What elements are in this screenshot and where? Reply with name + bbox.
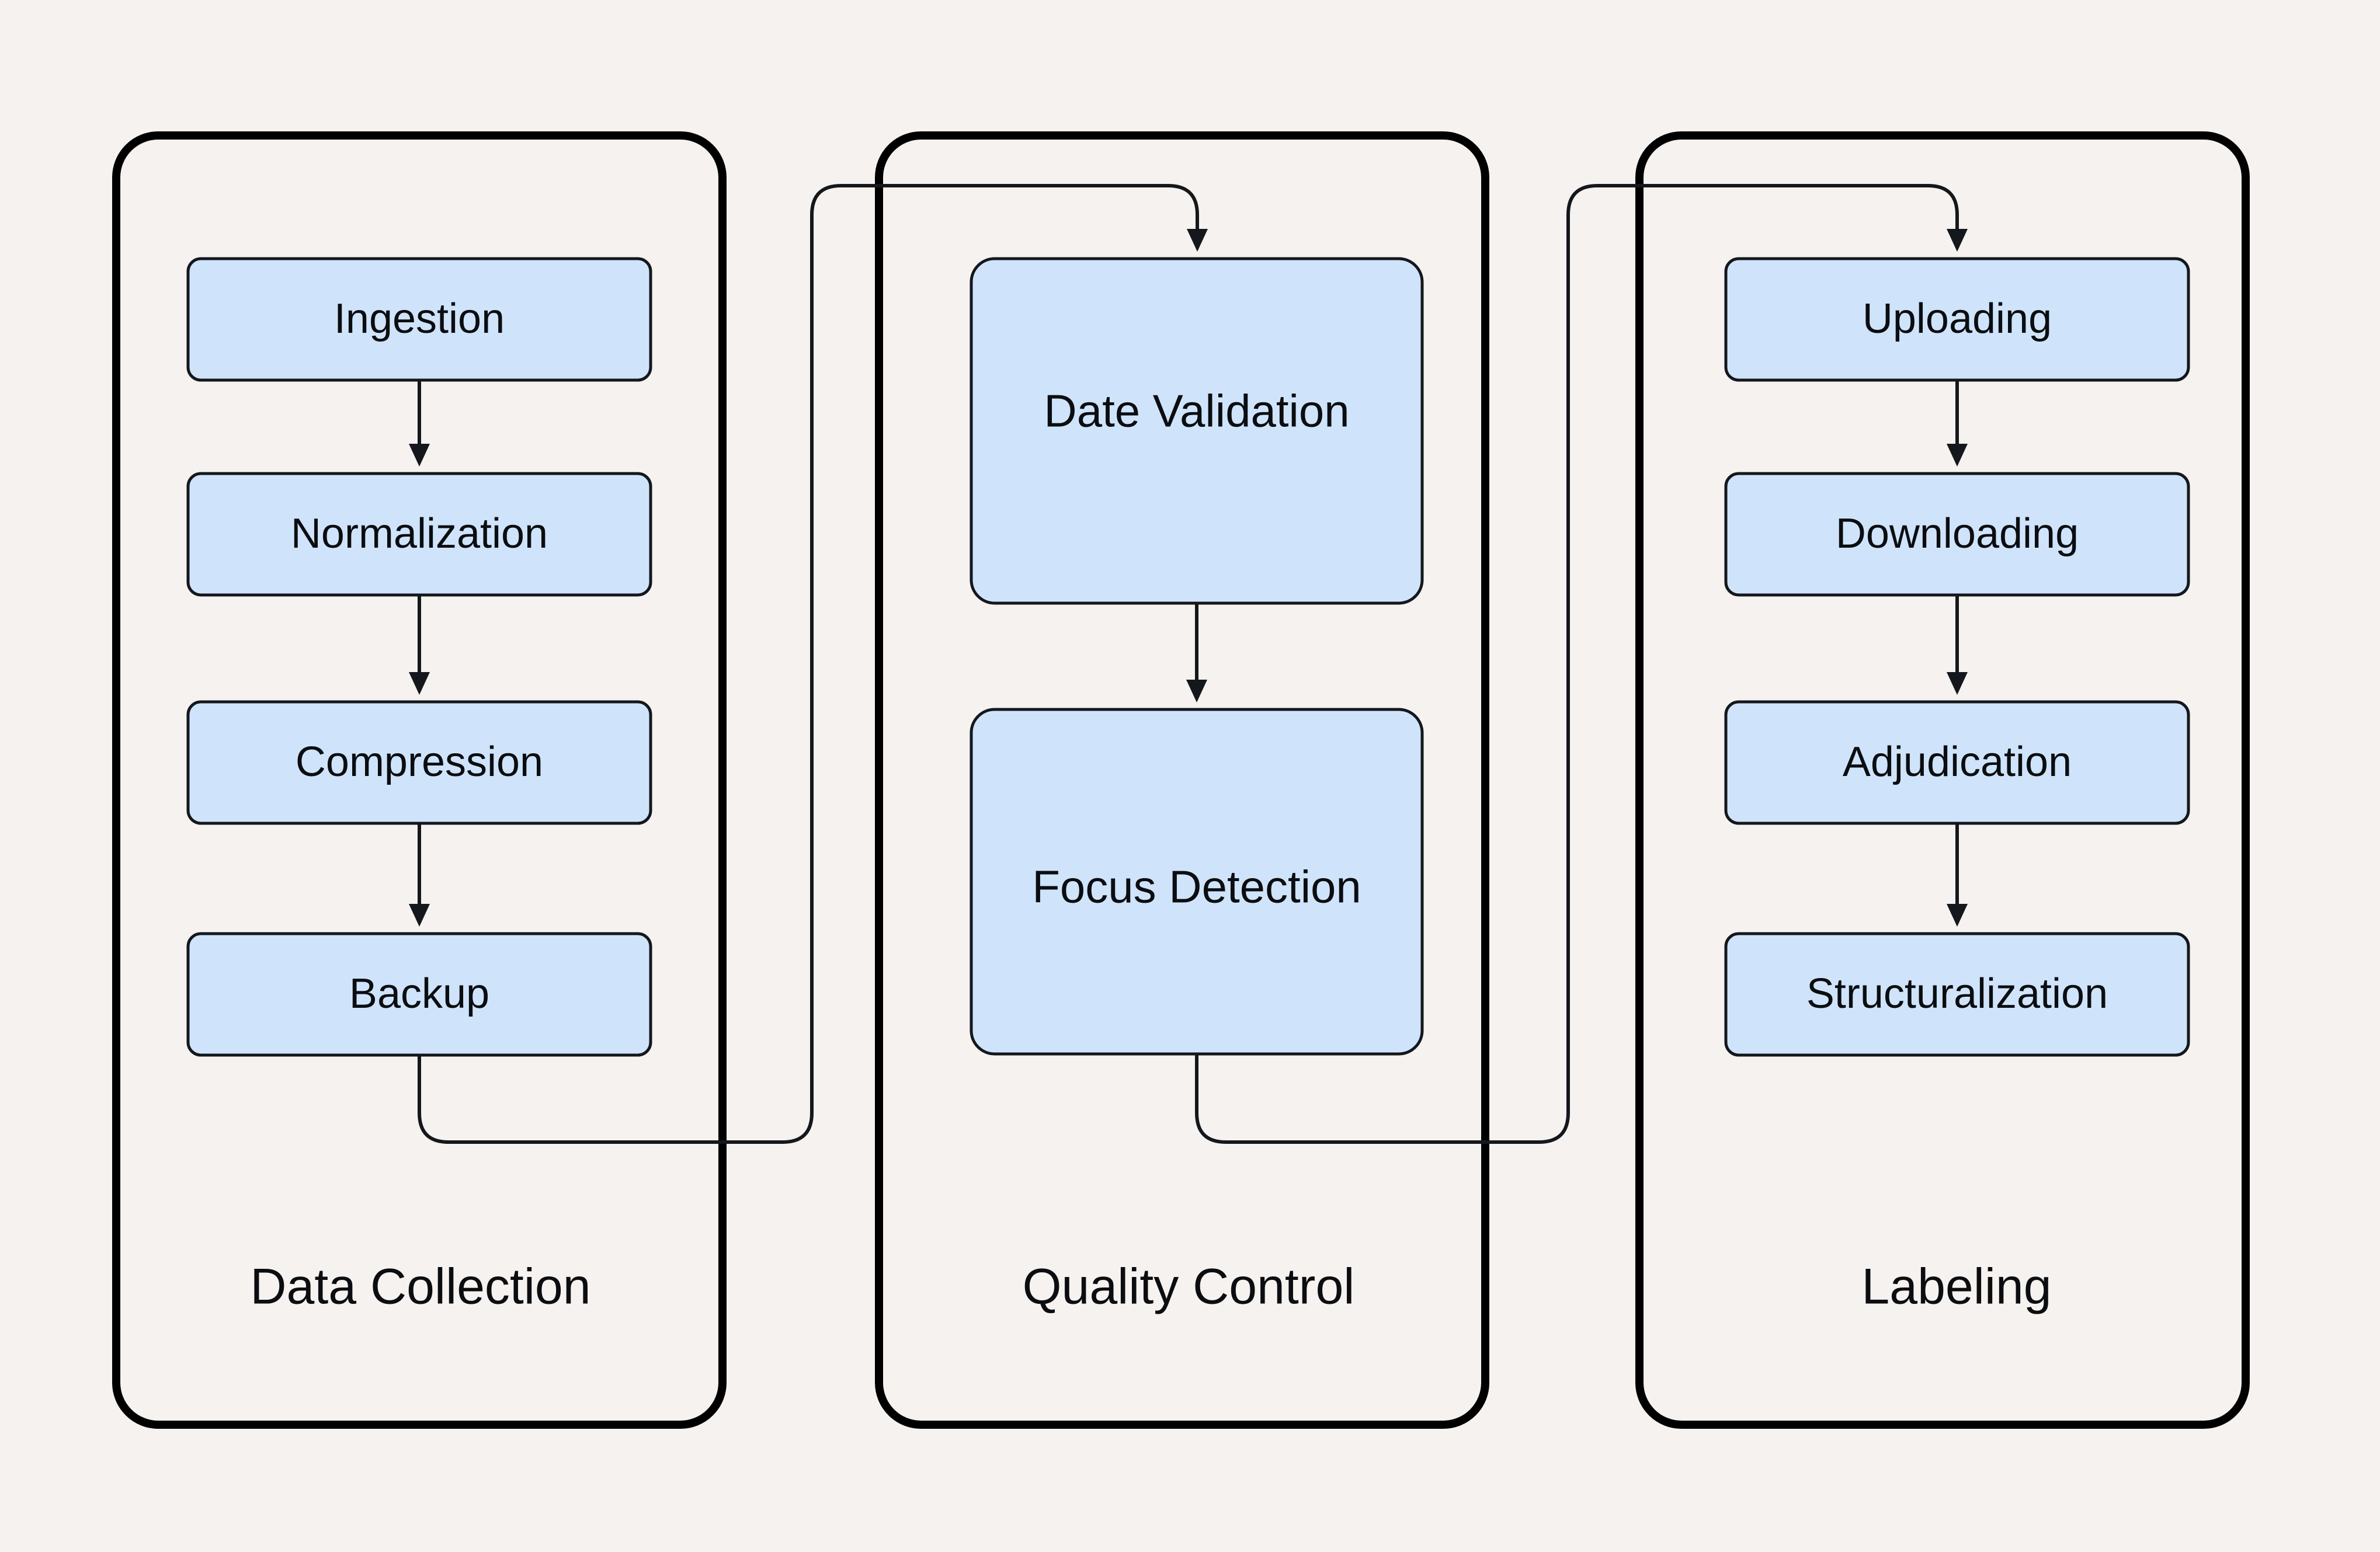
cluster-labeling-label: Labeling	[1861, 1259, 2051, 1315]
node-downloading[interactable]: Downloading	[1724, 472, 2190, 597]
node-ingestion-label: Ingestion	[334, 295, 505, 342]
node-structuralization-label: Structuralization	[1806, 970, 2108, 1017]
node-uploading[interactable]: Uploading	[1724, 257, 2190, 382]
node-focus-detection[interactable]: Focus Detection	[970, 708, 1424, 1056]
node-structuralization[interactable]: Structuralization	[1724, 932, 2190, 1057]
node-focus-detection-label: Focus Detection	[1032, 861, 1361, 913]
node-ingestion[interactable]: Ingestion	[186, 257, 652, 382]
node-adjudication-label: Adjudication	[1843, 739, 2072, 785]
node-compression-label: Compression	[296, 739, 543, 785]
node-date-validation-label: Date Validation	[1044, 385, 1349, 437]
edge-backup-to-date-validation	[418, 184, 1208, 1144]
cluster-data-collection[interactable]: Ingestion Normalization Compression Back…	[112, 131, 727, 1429]
node-adjudication[interactable]: Adjudication	[1724, 700, 2190, 825]
node-normalization[interactable]: Normalization	[186, 472, 652, 597]
cluster-quality-control-label: Quality Control	[1023, 1259, 1355, 1315]
node-backup-label: Backup	[349, 970, 489, 1017]
node-backup[interactable]: Backup	[186, 932, 652, 1057]
node-compression[interactable]: Compression	[186, 700, 652, 825]
node-structuralization-box	[1724, 932, 2190, 1057]
node-downloading-label: Downloading	[1836, 510, 2079, 557]
edge-focus-detection-to-uploading	[1195, 184, 1968, 1144]
node-uploading-label: Uploading	[1863, 295, 2052, 342]
node-normalization-label: Normalization	[291, 510, 548, 557]
node-date-validation[interactable]: Date Validation	[970, 257, 1424, 605]
cluster-data-collection-label: Data Collection	[250, 1259, 590, 1315]
cluster-quality-control[interactable]: Date Validation Focus Detection Quality …	[875, 131, 1489, 1429]
cluster-labeling[interactable]: Uploading Downloading Adjudication Struc…	[1635, 131, 2250, 1429]
